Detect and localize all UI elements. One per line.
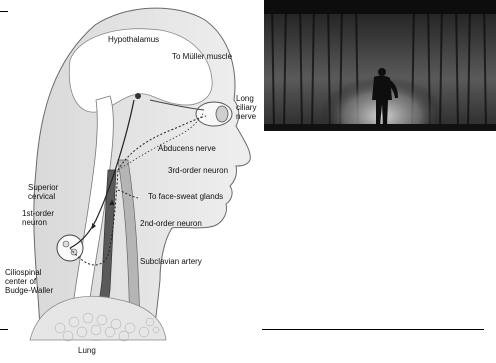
label-abducens-nerve: Abducens nerve [158,144,216,153]
label-face-sweat-glands: To face-sweat glands [148,192,223,201]
label-first-order-neuron: 1st-order neuron [22,209,54,227]
label-second-order-neuron: 2nd-order neuron [140,219,202,228]
label-third-order-neuron: 3rd-order neuron [168,166,228,175]
label-lung: Lung [78,346,96,355]
stage-curtain-image [264,0,496,131]
label-superior-cervical: Superior cervical [28,183,58,201]
label-hypothalamus: Hypothalamus [108,35,159,44]
stage-photo [264,0,496,131]
bottom-rule-right [262,329,484,330]
label-long-ciliary-nerve: Long ciliary nerve [236,94,256,121]
label-muller-muscle: To Müller muscle [172,52,232,61]
anatomical-illustration: Hypothalamus To Müller muscle Long cilia… [0,0,262,358]
label-subclavian-artery: Subclavian artery [140,257,202,266]
label-ciliospinal-center: Ciliospinal center of Budge-Waller [5,268,53,295]
